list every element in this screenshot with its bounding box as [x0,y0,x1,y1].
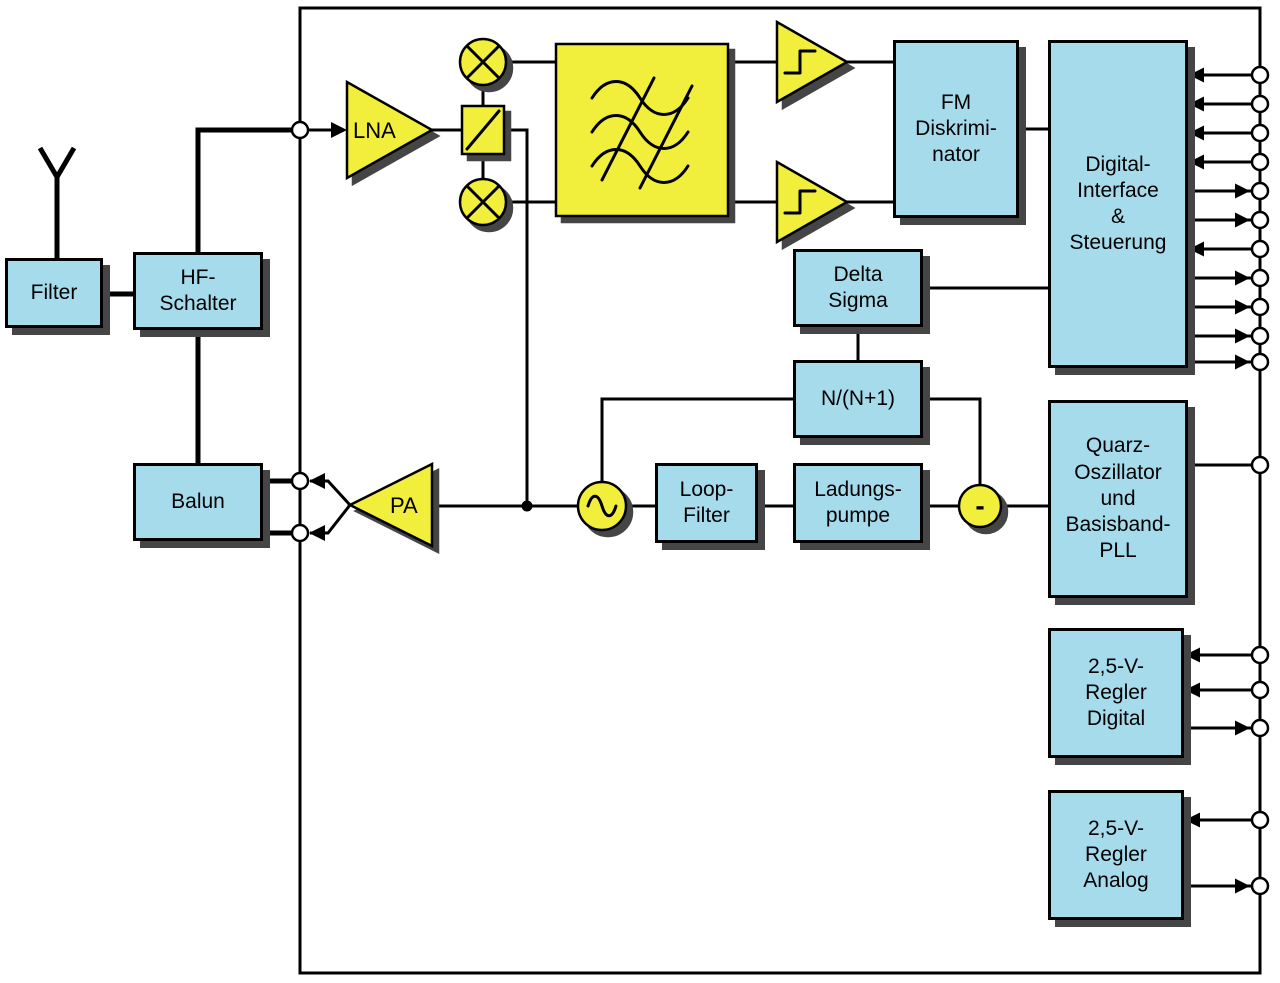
block-balun: Balun [133,463,263,541]
pin-terminal [1250,352,1270,372]
block-loop-filter: Loop- Filter [655,463,758,543]
block-regler-digital: 2,5-V- Regler Digital [1048,628,1184,758]
antenna-icon [37,146,77,260]
wire [600,397,793,481]
pin-arrow-in [1189,125,1204,141]
pin-arrow-out [1235,878,1250,894]
pin-terminal [1250,680,1270,700]
pa-label: PA [390,493,418,518]
wire [310,504,352,535]
pin-terminal [1250,297,1270,317]
channel-filter-icon [554,42,730,218]
wire [195,127,291,252]
pin-terminal [1250,268,1270,288]
phase-detector-icon [957,483,1003,529]
right-pins-layer [1184,65,1270,896]
lna-amplifier [345,79,435,181]
phase-splitter-icon [460,104,506,156]
block-hf-schalter: HF- Schalter [133,252,263,330]
pin-terminal [1250,876,1270,896]
pin-arrow-out [1235,212,1250,228]
limiter-bottom-icon [775,159,850,245]
pin-arrow-out [1235,270,1250,286]
pa-output-arrow [309,525,325,541]
pin-arrow-out [1235,354,1250,370]
mixer-top-icon [458,37,508,87]
pin-arrow-in [1185,647,1200,663]
limiter-top-icon [775,19,850,105]
junction-dot [521,500,533,512]
pin-arrow-in [1189,96,1204,112]
block-n-teiler: N/(N+1) [793,360,923,438]
pin-arrow-out [1235,720,1250,736]
pin-terminal [1250,94,1270,114]
phase-detector-label: - [975,490,984,521]
wire [310,479,352,507]
pin-arrow-in [1185,812,1200,828]
block-regler-analog: 2,5-V- Regler Analog [1048,790,1184,920]
chip-boundary [298,6,1262,975]
mixer-bottom-icon [458,177,508,227]
pin-arrow-out [1235,328,1250,344]
pin-terminal [1250,718,1270,738]
pin-terminal [1250,65,1270,85]
pin-terminal [1250,645,1270,665]
pin-terminal [1250,810,1270,830]
pa-amplifier [347,461,434,549]
pin-arrow-out [1235,299,1250,315]
wire [923,397,982,484]
pin-arrow-in [1189,241,1204,257]
wire [504,128,529,506]
pin-terminal [290,523,310,543]
lna-label: LNA [353,118,396,143]
pin-arrow-in [1185,682,1200,698]
block-delta-sigma: Delta Sigma [793,249,923,327]
pin-arrow-in [1189,154,1204,170]
block-digital-interface: Digital- Interface & Steuerung [1048,40,1188,368]
block-ladungspumpe: Ladungs- pumpe [793,463,923,543]
pin-terminal [1250,210,1270,230]
pin-terminal [1250,326,1270,346]
pin-terminal [1250,239,1270,259]
pin-arrow-out [1235,183,1250,199]
vco-icon [576,480,628,532]
pin-terminal [290,471,310,491]
pin-terminal [1250,152,1270,172]
block-filter: Filter [5,258,103,328]
block-fm-diskriminator: FM Diskrimi- nator [893,40,1019,218]
pin-terminal [1250,123,1270,143]
block-quarz-oszillator: Quarz- Oszillator und Basisband- PLL [1048,400,1188,598]
pin-terminal [1250,455,1270,475]
pin-arrow-in [1189,67,1204,83]
pin-terminal [290,120,310,140]
pa-output-arrow [309,473,325,489]
pin-terminal [1250,181,1270,201]
lna-input-arrow [331,122,347,138]
